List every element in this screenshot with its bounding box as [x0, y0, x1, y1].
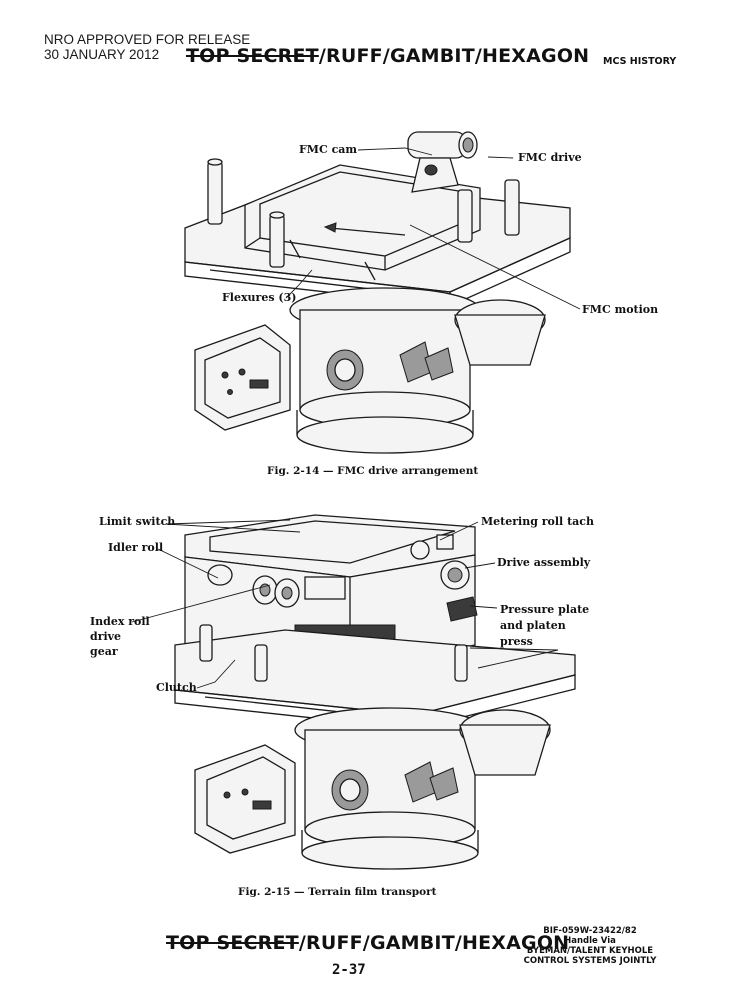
label-metering-roll-tach: Metering roll tach	[481, 515, 594, 528]
header-classification-rest: /RUFF/GAMBIT/HEXAGON	[318, 45, 590, 67]
handle-line-2: BYEMAN/TALENT KEYHOLE	[526, 946, 654, 956]
section-title: MCS HISTORY	[603, 56, 677, 67]
label-fmc-drive: FMC drive	[518, 151, 582, 164]
footer-classification-rest: /RUFF/GAMBIT/HEXAGON	[298, 932, 570, 954]
label-pressure-line-3: press	[500, 635, 533, 648]
label-pressure-line-2: and platen	[500, 619, 566, 632]
handling-caveat: BIF-059W-23422/82 Handle Via BYEMAN/TALE…	[508, 926, 672, 966]
label-index-roll-line-1: Index roll	[90, 615, 150, 628]
release-stamp: NRO APPROVED FOR RELEASE 30 JANUARY 2012	[44, 32, 250, 62]
label-clutch: Clutch	[156, 681, 197, 694]
figure1-caption: Fig. 2-14 — FMC drive arrangement	[267, 465, 479, 477]
handle-line-3: CONTROL SYSTEMS JOINTLY	[523, 956, 657, 966]
footer-classification: TOP SECRET/RUFF/GAMBIT/HEXAGON	[166, 932, 569, 954]
label-pressure-plate: Pressure plate and platen press	[500, 602, 589, 650]
label-limit-switch: Limit switch	[99, 515, 176, 528]
label-fmc-motion: FMC motion	[582, 303, 659, 316]
label-fmc-cam: FMC cam	[299, 143, 358, 156]
label-index-roll-line-3: gear	[90, 645, 118, 658]
release-line-1: NRO APPROVED FOR RELEASE	[44, 32, 251, 47]
terrain-film-transport-illustration	[174, 514, 576, 870]
fmc-drive-illustration	[184, 131, 571, 454]
header-classification-struck: TOP SECRET	[186, 45, 319, 67]
label-drive-assembly: Drive assembly	[497, 556, 591, 569]
label-pressure-line-1: Pressure plate	[500, 603, 590, 616]
handle-line-1: Handle Via	[564, 936, 616, 946]
control-number: BIF-059W-23422/82	[543, 926, 637, 936]
label-index-roll-drive-gear: Index roll drive gear	[90, 614, 150, 659]
release-line-2: 30 JANUARY 2012	[44, 47, 160, 62]
figure2-caption: Fig. 2-15 — Terrain film transport	[238, 886, 437, 898]
label-index-roll-line-2: drive	[90, 630, 122, 643]
footer-classification-struck: TOP SECRET	[166, 932, 299, 954]
label-idler-roll: Idler roll	[108, 541, 164, 554]
label-flexures: Flexures (3)	[222, 291, 297, 304]
page-number: 2-37	[332, 962, 366, 978]
header-classification: TOP SECRET/RUFF/GAMBIT/HEXAGON	[186, 45, 589, 67]
